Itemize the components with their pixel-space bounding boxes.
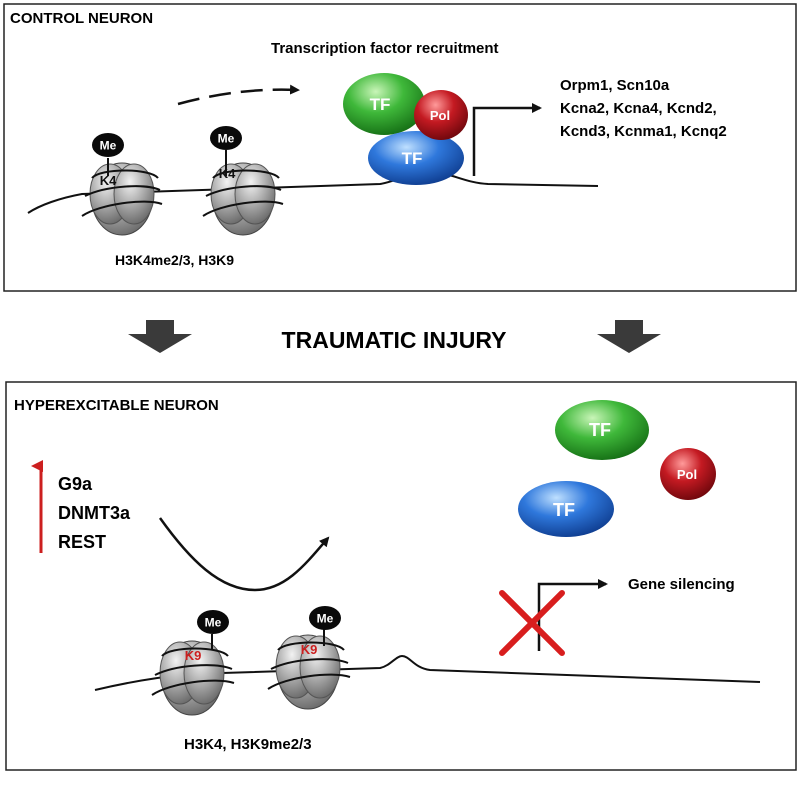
upregulated-item: REST	[58, 532, 106, 552]
methyl-label: Me	[218, 132, 235, 146]
pol-factor	[414, 90, 468, 140]
nucleosome-icon	[81, 162, 163, 236]
down-arrow-icon	[597, 320, 661, 353]
recruitment-arrow	[177, 84, 300, 106]
nucleosome-icon	[267, 634, 351, 710]
tss-arrow	[472, 103, 542, 176]
tf-blue-factor	[368, 131, 464, 185]
tf-green-factor	[555, 400, 649, 460]
gene-line: Orpm1, Scn10a	[560, 77, 670, 94]
residue-label: K4	[100, 173, 117, 188]
residue-label: K9	[185, 648, 202, 663]
recruitment-label: Transcription factor recruitment	[271, 40, 499, 57]
methyl-label: Me	[205, 616, 222, 630]
down-arrow-icon	[128, 320, 192, 353]
tf-green-factor	[343, 73, 425, 135]
gene-line: Kcna2, Kcna4, Kcnd2,	[560, 100, 717, 117]
methyl-label: Me	[317, 612, 334, 626]
hyper-panel-border	[5, 381, 797, 771]
control-panel-title: CONTROL NEURON	[10, 10, 153, 27]
methyl-badge	[197, 610, 229, 634]
methyl-badge	[210, 126, 242, 150]
pol-factor	[660, 448, 716, 500]
methyl-badge	[92, 133, 124, 157]
control-histone-label: H3K4me2/3, H3K9	[115, 252, 234, 268]
residue-label: K9	[301, 642, 318, 657]
nucleosome-icon	[202, 162, 284, 236]
pol-label: Pol	[430, 108, 450, 123]
pol-label: Pol	[677, 467, 697, 482]
methyl-badge	[309, 606, 341, 630]
hyper-histone-label: H3K4, H3K9me2/3	[184, 736, 312, 753]
upregulated-item: DNMT3a	[58, 503, 131, 523]
upregulated-item: G9a	[58, 474, 93, 494]
hyper-panel: HYPEREXCITABLE NEURON G9a DNMT3a REST TF…	[5, 381, 797, 771]
effect-arrow	[158, 517, 330, 592]
tf-blue-factor	[518, 481, 614, 537]
gene-line: Kcnd3, Kcnma1, Kcnq2	[560, 123, 727, 140]
tf-label: TF	[370, 95, 391, 114]
tf-label: TF	[402, 149, 423, 168]
transition-row: TRAUMATIC INJURY	[128, 320, 661, 353]
x-mark-icon	[499, 590, 565, 656]
gene-silencing-label: Gene silencing	[628, 576, 735, 593]
tf-label: TF	[553, 500, 575, 520]
nucleosome-icon	[151, 640, 235, 716]
tf-label: TF	[589, 420, 611, 440]
control-panel: CONTROL NEURON Transcription factor recr…	[3, 3, 797, 292]
dna-strand	[94, 654, 761, 691]
traumatic-injury-label: TRAUMATIC INJURY	[282, 327, 507, 353]
residue-label: K4	[219, 166, 236, 181]
methyl-label: Me	[100, 139, 117, 153]
hyper-panel-title: HYPEREXCITABLE NEURON	[14, 397, 219, 414]
